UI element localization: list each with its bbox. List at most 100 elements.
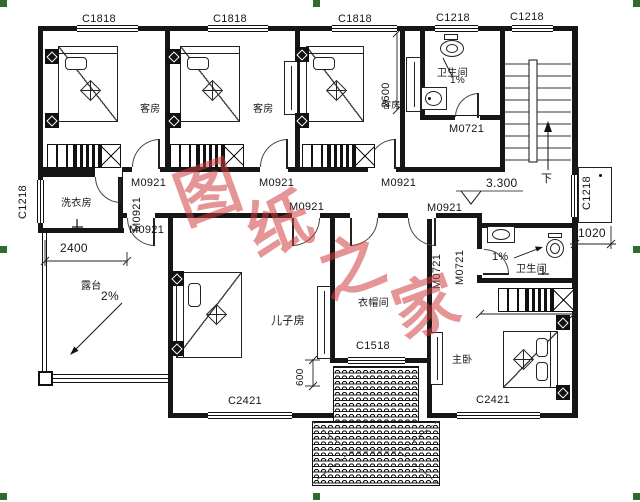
wardrobe-shelf	[499, 289, 525, 311]
room-label: 客房	[382, 100, 401, 110]
door-label: M0921	[259, 177, 295, 189]
dimension-label: 2600	[380, 82, 392, 108]
wall	[38, 167, 123, 177]
wardrobe-hanging	[524, 289, 555, 311]
door-opening	[368, 167, 396, 173]
tall-cabinet	[430, 332, 443, 385]
wall	[168, 213, 173, 418]
selection-handle[interactable]	[633, 246, 640, 253]
door-arc	[408, 218, 436, 246]
door-label: M0721	[454, 249, 466, 285]
door-opening	[95, 167, 122, 177]
dimension-label: 600	[295, 368, 306, 386]
slope-label: 1%	[492, 251, 509, 263]
selection-handle[interactable]	[633, 493, 640, 500]
window-label: C1818	[82, 13, 116, 25]
sink-basin	[492, 229, 510, 240]
window-label: C1218	[581, 176, 593, 210]
wall	[500, 31, 505, 172]
wardrobe	[47, 144, 121, 168]
window-label: C1218	[17, 185, 29, 219]
door-leaf	[350, 218, 352, 246]
wardrobe-master	[498, 288, 574, 312]
pillow	[536, 362, 548, 381]
wardrobe	[170, 144, 244, 168]
room-label: 衣帽间	[358, 298, 389, 309]
wall	[38, 26, 578, 31]
door-label: M0921	[381, 177, 417, 189]
wall	[572, 26, 578, 418]
terrace-railing-bottom	[53, 374, 168, 383]
column-marker	[556, 385, 570, 400]
door-leaf	[153, 218, 155, 246]
column-marker	[170, 271, 184, 286]
bed-son	[176, 272, 242, 358]
door-leaf	[292, 218, 294, 246]
wardrobe	[302, 144, 375, 168]
column-marker	[556, 315, 570, 330]
door-leaf	[477, 93, 479, 118]
pillow	[313, 57, 335, 70]
door-label: M0721	[449, 123, 485, 135]
window-label: C1218	[436, 12, 470, 24]
pillow	[188, 283, 201, 307]
roof-tiles-upper	[333, 366, 419, 423]
duct-shaft	[406, 57, 421, 112]
window-c1218-top-2	[512, 25, 553, 32]
quilt-decor	[201, 79, 224, 102]
door-arc	[455, 93, 479, 117]
column-marker	[45, 49, 59, 64]
roof-tiles-lower	[312, 421, 440, 486]
selection-handle[interactable]	[313, 493, 320, 500]
door-leaf	[119, 177, 121, 203]
dimension-label: 1020	[578, 226, 606, 240]
toilet-tank	[444, 34, 458, 40]
door-leaf	[286, 139, 288, 169]
bed-master	[503, 331, 558, 388]
pillow	[65, 57, 87, 70]
door-leaf	[394, 139, 396, 169]
door-label: M0921	[289, 201, 325, 213]
selection-handle[interactable]	[633, 0, 640, 7]
column-marker	[170, 341, 184, 356]
door-leaf	[434, 218, 436, 246]
wardrobe-hanging	[327, 145, 357, 167]
door-label: M0721	[431, 253, 443, 289]
door-arc	[132, 139, 160, 167]
window-c1218-left	[37, 180, 44, 223]
door-opening	[260, 167, 288, 173]
selection-handle[interactable]	[313, 0, 320, 7]
selection-handle[interactable]	[0, 246, 7, 253]
wardrobe-mirror	[356, 145, 374, 167]
window-c1818-3	[332, 25, 397, 32]
headboard	[177, 273, 184, 357]
door-opening	[455, 116, 480, 120]
wardrobe-shelf	[48, 145, 73, 167]
door-opening	[350, 213, 378, 219]
wardrobe-mirror	[101, 145, 120, 167]
wardrobe-shelf	[171, 145, 196, 167]
wardrobe-hanging	[195, 145, 225, 167]
wardrobe-hanging	[72, 145, 102, 167]
window-c2421-right	[457, 412, 540, 419]
wall	[38, 228, 124, 233]
selection-handle[interactable]	[0, 0, 7, 7]
wall	[477, 278, 578, 283]
window-c1518	[348, 357, 405, 364]
window-label: C2421	[476, 394, 510, 406]
selection-handle[interactable]	[0, 493, 7, 500]
terrace-railing-left	[42, 233, 47, 373]
wall	[427, 213, 432, 418]
headboard	[181, 47, 239, 54]
door-opening	[292, 213, 320, 219]
tall-cabinet	[317, 286, 331, 359]
toilet-tank	[548, 233, 562, 238]
window-c1818-1	[77, 25, 138, 32]
wall	[330, 213, 335, 363]
window-c2421-left	[208, 412, 292, 419]
column-marker	[167, 113, 181, 128]
column-marker	[295, 47, 309, 62]
door-arc	[350, 218, 378, 246]
window-c1218-right	[571, 175, 578, 217]
door-opening	[408, 213, 436, 219]
